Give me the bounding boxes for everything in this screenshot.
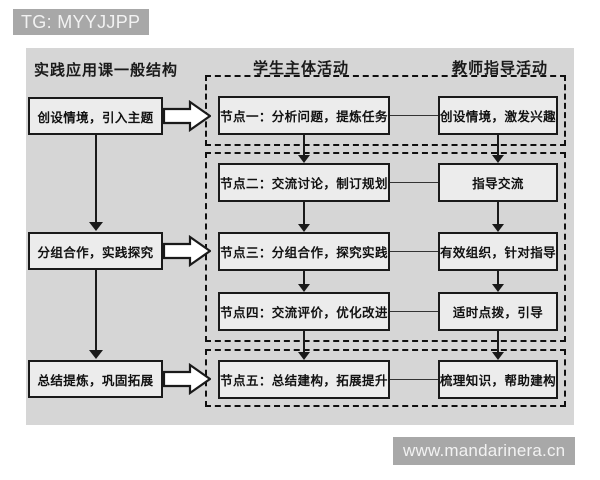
left-stage-label-3: 总结提炼，巩固拓展	[37, 372, 154, 388]
student-node-box-1[interactable]: 节点一：分析问题，提炼任务	[218, 96, 390, 135]
teacher-node-box-5[interactable]: 梳理知识，帮助建构	[438, 360, 558, 399]
student-arrow-4-5	[298, 331, 310, 360]
block-arrow-icon-3	[163, 363, 211, 395]
teacher-node-label-3: 有效组织，针对指导	[439, 245, 557, 260]
left-arrowhead-2-3	[89, 350, 103, 359]
teacher-arrow-4-5	[492, 331, 504, 360]
left-connector-2-3	[95, 270, 97, 351]
student-node-label-3: 节点三：分组合作，探究实践	[220, 245, 388, 260]
student-node-box-5[interactable]: 节点五：总结建构，拓展提升	[218, 360, 390, 399]
teacher-node-box-2[interactable]: 指导交流	[438, 163, 558, 202]
left-connector-1-2	[95, 135, 97, 223]
column-title-right: 教师指导活动	[452, 59, 549, 77]
watermark-top-text: TG: MYYJJPP	[21, 11, 141, 32]
student-arrow-1-2	[298, 135, 310, 163]
student-arrow-3-4	[298, 271, 310, 292]
teacher-arrow-3-4	[492, 271, 504, 292]
teacher-arrow-2-3	[492, 202, 504, 232]
watermark-bottom: www.mandarinera.cn	[393, 437, 576, 465]
block-arrow-icon-1	[163, 100, 211, 132]
watermark-bottom-text: www.mandarinera.cn	[403, 441, 566, 460]
student-node-box-3[interactable]: 节点三：分组合作，探究实践	[218, 232, 390, 271]
row-connector-3	[390, 251, 438, 252]
block-arrow-icon-2	[163, 235, 211, 267]
row-connector-5	[390, 379, 438, 380]
left-arrowhead-1-2	[89, 222, 103, 231]
column-title-middle: 学生主体活动	[253, 59, 350, 77]
watermark-top: TG: MYYJJPP	[13, 9, 150, 35]
left-stage-box-3[interactable]: 总结提炼，巩固拓展	[28, 360, 163, 398]
teacher-node-box-1[interactable]: 创设情境，激发兴趣	[438, 96, 558, 135]
teacher-node-label-1: 创设情境，激发兴趣	[439, 109, 557, 124]
left-stage-box-2[interactable]: 分组合作，实践探究	[28, 232, 163, 270]
teacher-node-label-2: 指导交流	[472, 176, 524, 191]
left-stage-label-1: 创设情境，引入主题	[37, 109, 154, 125]
teacher-node-label-4: 适时点拨，引导	[452, 305, 544, 320]
teacher-node-box-3[interactable]: 有效组织，针对指导	[438, 232, 558, 271]
column-title-left: 实践应用课一般结构	[34, 61, 179, 79]
row-connector-2	[390, 182, 438, 183]
row-connector-4	[390, 311, 438, 312]
row-connector-1	[390, 115, 438, 116]
phase-group-1	[205, 75, 566, 146]
student-node-box-2[interactable]: 节点二：交流讨论，制订规划	[218, 163, 390, 202]
left-stage-label-2: 分组合作，实践探究	[37, 244, 154, 260]
student-node-label-2: 节点二：交流讨论，制订规划	[220, 176, 388, 191]
student-node-label-5: 节点五：总结建构，拓展提升	[220, 373, 388, 388]
teacher-node-box-4[interactable]: 适时点拨，引导	[438, 292, 558, 331]
student-arrow-2-3	[298, 202, 310, 232]
left-stage-box-1[interactable]: 创设情境，引入主题	[28, 97, 163, 135]
teacher-node-label-5: 梳理知识，帮助建构	[439, 373, 557, 388]
student-node-label-1: 节点一：分析问题，提炼任务	[220, 109, 388, 124]
teacher-arrow-1-2	[492, 135, 504, 163]
student-node-box-4[interactable]: 节点四：交流评价，优化改进	[218, 292, 390, 331]
student-node-label-4: 节点四：交流评价，优化改进	[220, 305, 388, 320]
